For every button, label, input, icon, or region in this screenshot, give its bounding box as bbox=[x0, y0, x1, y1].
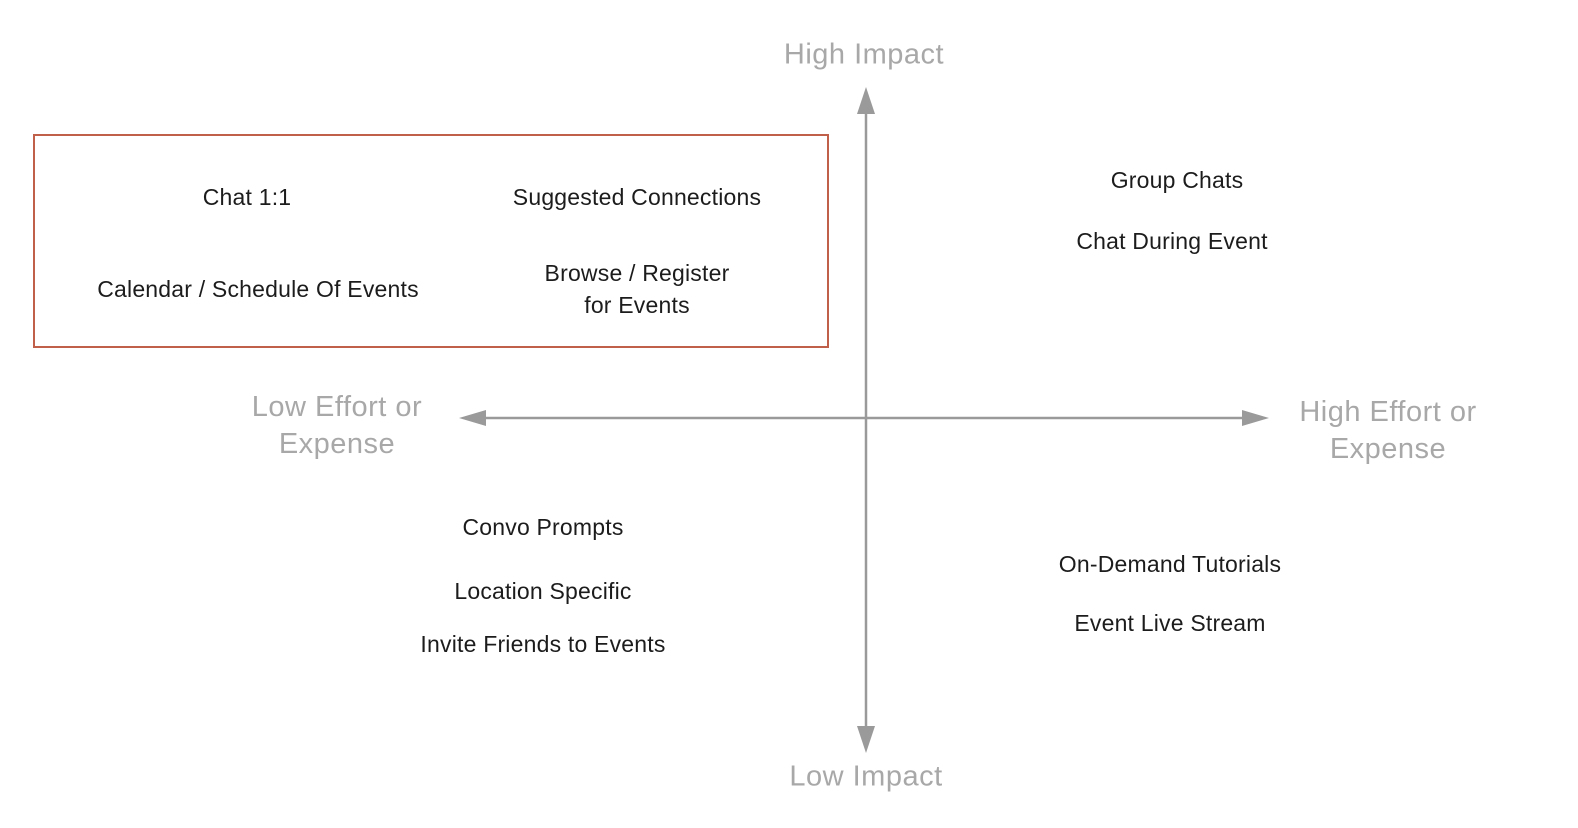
down-arrowhead-icon bbox=[857, 726, 875, 753]
right-arrowhead-icon bbox=[1242, 410, 1269, 426]
item-chat-1-1: Chat 1:1 bbox=[202, 184, 292, 210]
item-convo-prompts: Convo Prompts bbox=[462, 514, 624, 540]
up-arrowhead-icon bbox=[857, 87, 875, 114]
item-on-demand-tutorials: On-Demand Tutorials bbox=[1058, 551, 1282, 577]
left-arrowhead-icon bbox=[459, 410, 486, 426]
axis-label-low-impact: Low Impact bbox=[789, 760, 943, 793]
axis-label-high-effort: High Effort or Expense bbox=[1299, 396, 1477, 465]
item-calendar-schedule-of-events: Calendar / Schedule Of Events bbox=[97, 276, 419, 302]
item-invite-friends-to-events: Invite Friends to Events bbox=[420, 631, 666, 657]
item-group-chats: Group Chats bbox=[1110, 167, 1244, 193]
item-chat-during-event: Chat During Event bbox=[1076, 228, 1268, 254]
axis-label-high-impact: High Impact bbox=[783, 38, 945, 71]
item-event-live-stream: Event Live Stream bbox=[1074, 610, 1266, 636]
item-location-specific: Location Specific bbox=[454, 578, 632, 604]
highlight-box-top-left-quadrant bbox=[33, 134, 829, 348]
item-browse-register-for-events: Browse / Register for Events bbox=[544, 260, 730, 318]
item-suggested-connections: Suggested Connections bbox=[512, 184, 762, 210]
axis-label-low-effort: Low Effort or Expense bbox=[251, 391, 423, 460]
